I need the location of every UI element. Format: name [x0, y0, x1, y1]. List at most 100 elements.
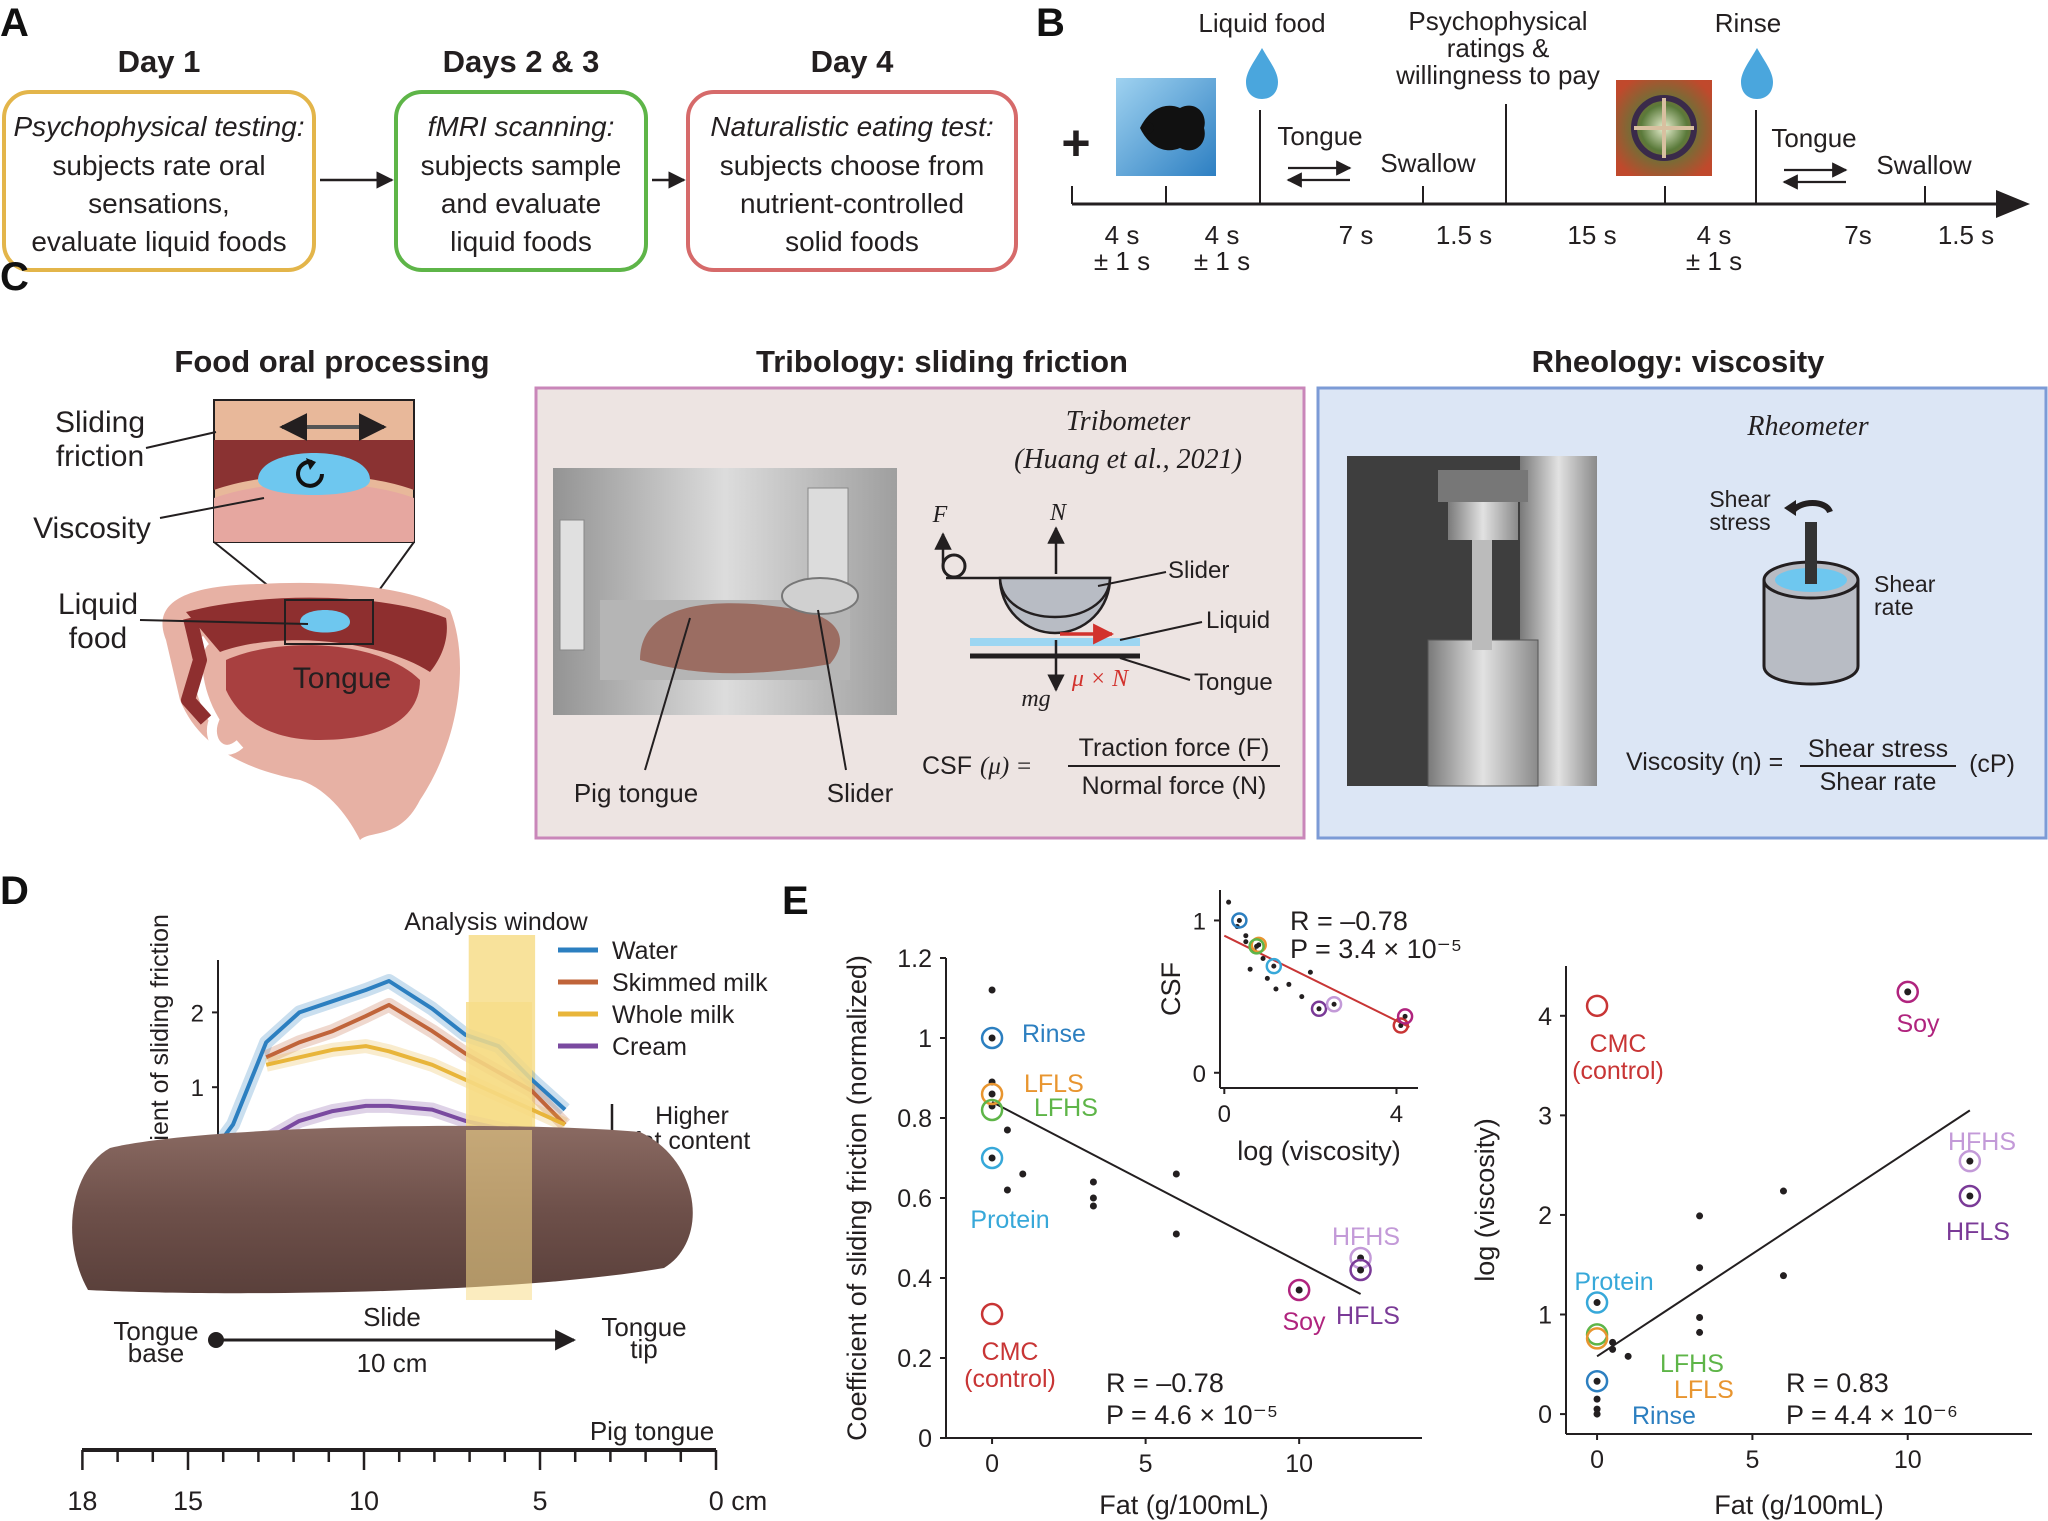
labeled-point-ring	[1958, 1184, 1982, 1208]
labeled-point-ring	[1585, 1327, 1609, 1350]
tongue-base-label-2: base	[128, 1338, 184, 1368]
data-point	[1609, 1338, 1617, 1346]
data-point	[1172, 1230, 1180, 1238]
step-box	[2, 90, 316, 272]
data-point	[988, 1090, 996, 1098]
slide-label: Slide	[363, 1302, 421, 1332]
step-title: fMRI scanning:	[428, 111, 615, 142]
labeled-point-dot	[1593, 1377, 1601, 1385]
labeled-point-ring	[980, 1098, 1004, 1122]
liquid-drop-icon	[1246, 48, 1278, 99]
spindle	[1805, 522, 1817, 584]
step-text: subjects choose from	[720, 150, 985, 181]
data-point	[1593, 1405, 1601, 1413]
data-point	[988, 986, 996, 994]
step-text: subjects sample	[421, 150, 622, 181]
labeled-point-ring	[1396, 1008, 1414, 1025]
ruler-tick-label: 5	[532, 1486, 547, 1516]
rheology-title: Rheology: viscosity	[1532, 344, 1826, 379]
point-label: Protein	[970, 1206, 1049, 1234]
step-title: Psychophysical testing:	[13, 111, 304, 142]
point-label: CMC	[982, 1338, 1039, 1366]
point-label: (control)	[964, 1365, 1056, 1393]
ruler: 18 15 10 5 0 cm	[67, 1448, 768, 1516]
viscosity-label: Viscosity	[33, 512, 151, 545]
legend-label: Skimmed milk	[612, 969, 768, 997]
legend-label: Cream	[612, 1033, 687, 1061]
labeled-point-dot	[1402, 1013, 1408, 1019]
data-point	[1779, 1272, 1787, 1280]
psychophysical-line-3: willingness to pay	[1395, 60, 1600, 90]
y-tick-label: 4	[1538, 1003, 1552, 1031]
labeled-point-ring	[980, 1082, 1004, 1106]
normal-denominator: Normal force (N)	[1082, 772, 1267, 800]
labeled-point-dot	[1966, 1192, 1974, 1200]
data-point	[1696, 1313, 1704, 1321]
labeled-point-dot	[1254, 943, 1260, 949]
y-tick-label: 0.2	[897, 1345, 932, 1373]
point-label: LFHS	[1660, 1350, 1724, 1378]
step-text: nutrient-controlled	[740, 188, 964, 219]
labeled-point-ring	[1325, 995, 1343, 1013]
point-label: HFHS	[1948, 1128, 2016, 1156]
y-tick-label: 0.6	[897, 1185, 932, 1213]
liquid-bolus	[258, 453, 370, 495]
tribology-title: Tribology: sliding friction	[756, 344, 1128, 379]
y-tick-label: 1	[918, 1025, 932, 1053]
duration-value: 7 s	[1339, 220, 1374, 250]
labeled-point-dot	[1357, 1266, 1365, 1274]
ruler-tick-label: 15	[173, 1486, 203, 1516]
sliding-label-1: Sliding	[55, 406, 145, 439]
panel-d-tongue-photo: Tongue base Tongue tip Slide 10 cm Pig t…	[67, 1002, 767, 1516]
ruler-tick-label: 10	[349, 1486, 379, 1516]
panel-b-label: B	[1036, 1, 1065, 45]
data-point	[1003, 1126, 1011, 1134]
shear-stress-label-2: stress	[1709, 509, 1770, 535]
traction-numerator: Traction force (F)	[1079, 734, 1270, 762]
y-tick-label: 0.8	[897, 1105, 932, 1133]
data-point	[1696, 1264, 1704, 1272]
point-label: LFLS	[1674, 1376, 1734, 1404]
step-box	[394, 90, 648, 272]
labeled-point-dot	[1593, 1299, 1601, 1307]
y-axis-label: log (viscosity)	[1470, 1118, 1500, 1282]
liquid-food-label: Liquid food	[1198, 8, 1325, 38]
data-point	[1089, 1202, 1097, 1210]
step-text: sensations,	[88, 188, 230, 219]
zoom-region-box	[284, 599, 374, 645]
data-point	[1243, 933, 1249, 939]
data-point	[1172, 1170, 1180, 1178]
point-label: HFHS	[1332, 1223, 1400, 1251]
panel-a-label: A	[0, 1, 29, 45]
liquid-label-2: food	[69, 622, 127, 655]
right-r-value: R = 0.83	[1786, 1368, 1889, 1398]
x-tick-label: 10	[1285, 1450, 1313, 1478]
inset-r-value: R = –0.78	[1290, 906, 1408, 936]
labeled-point-ring	[1287, 1278, 1311, 1302]
labeled-point-ring	[1958, 1149, 1982, 1173]
step-title: Naturalistic eating test:	[710, 111, 993, 142]
x-axis-label: Fat (g/100mL)	[1099, 1490, 1269, 1520]
labeled-point-dot	[1331, 1001, 1337, 1007]
labeled-point-dot	[1236, 917, 1242, 923]
y-tick-label: 0	[1193, 1061, 1206, 1088]
data-point	[1593, 1410, 1601, 1418]
labeled-point-ring	[1392, 1017, 1410, 1034]
data-point	[1089, 1194, 1097, 1202]
ruler-tick-label: 0 cm	[709, 1486, 768, 1516]
shear-rate-label-2: rate	[1874, 594, 1914, 620]
shear-rate-label-1: Shear	[1874, 571, 1936, 597]
liquid-food-drop	[300, 610, 350, 633]
n-symbol: N	[1049, 500, 1068, 526]
point-label: (control)	[1572, 1057, 1664, 1085]
labeled-point-dot	[1966, 1157, 1974, 1165]
mandelbrot-shape	[1140, 105, 1205, 151]
tongue-label-2: Tongue	[1771, 123, 1856, 153]
oral-processing-title: Food oral processing	[174, 344, 489, 379]
tongue-label: Tongue	[293, 662, 391, 695]
tongue-base-label-1: Tongue	[113, 1316, 198, 1346]
data-point	[1089, 1178, 1097, 1186]
data-point	[1307, 969, 1313, 975]
ruler-tick-label: 18	[67, 1486, 97, 1516]
